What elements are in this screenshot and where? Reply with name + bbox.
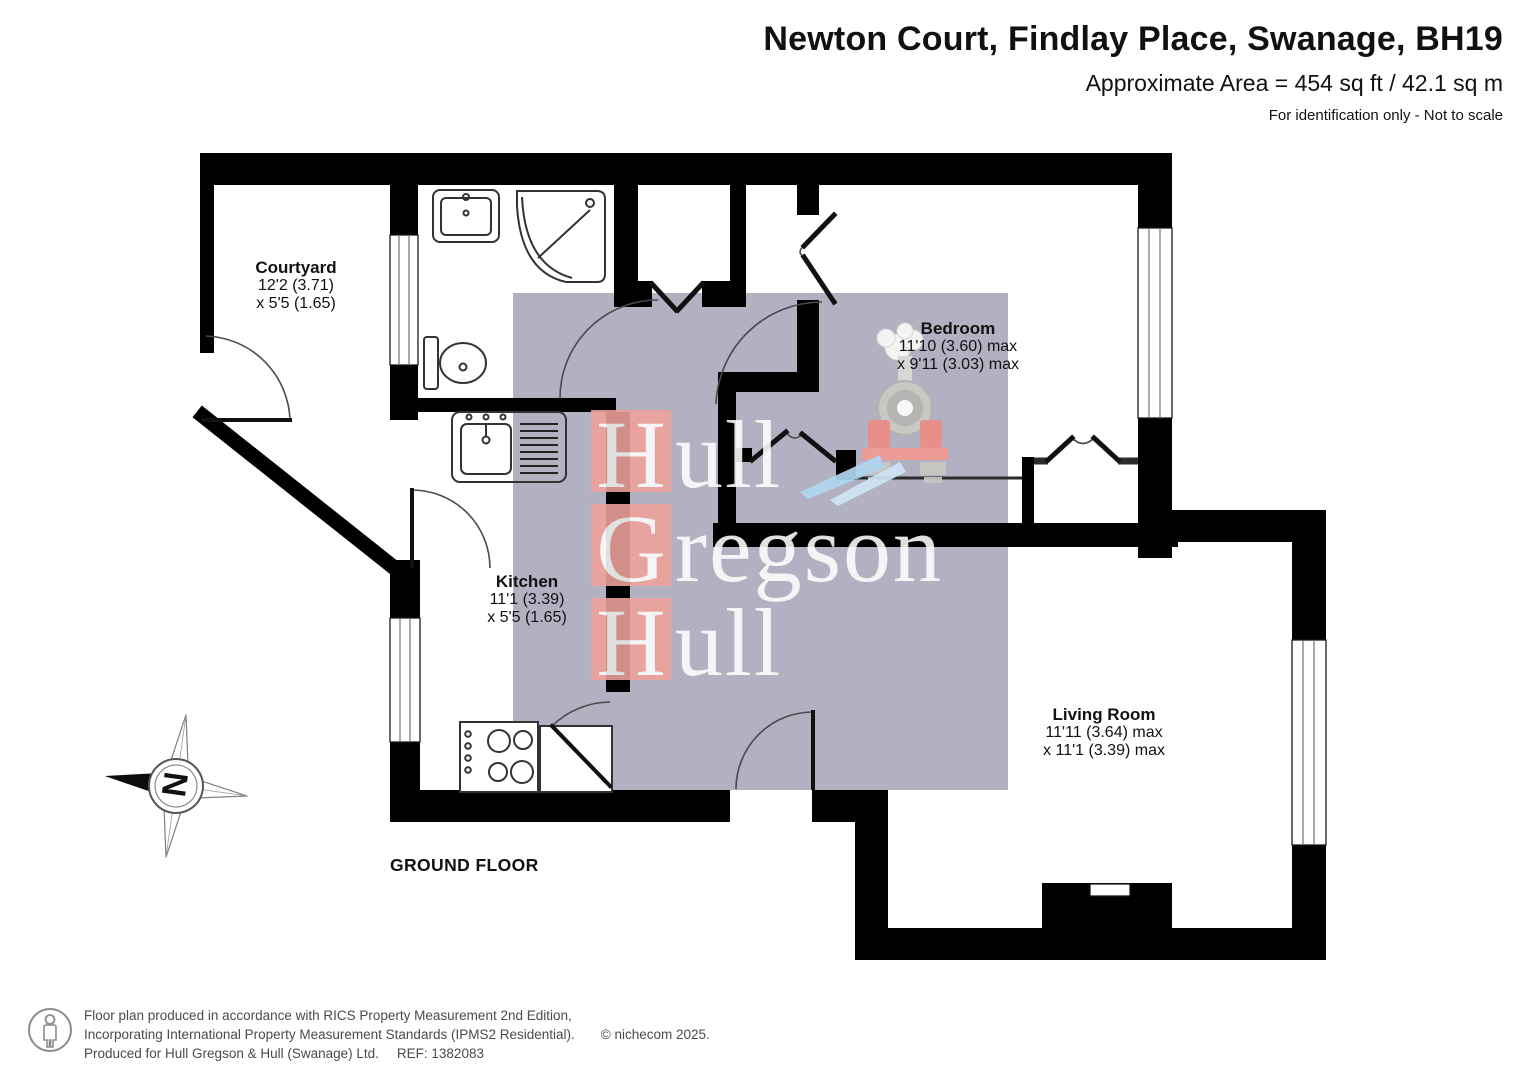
room-label-kitchen: Kitchen 11'1 (3.39) x 5'5 (1.65) (487, 573, 567, 627)
door-leaves (202, 211, 1122, 790)
footer-line1: Floor plan produced in accordance with R… (84, 1008, 572, 1023)
room-label-bedroom: Bedroom 11'10 (3.60) max x 9'11 (3.03) m… (897, 320, 1019, 374)
train-logo-icon (800, 322, 948, 506)
doors (202, 211, 1122, 790)
room-label-courtyard: Courtyard 12'2 (3.71) x 5'5 (1.65) (255, 259, 336, 313)
compass-icon (104, 714, 248, 858)
footer-reference: REF: 1382083 (396, 1046, 484, 1061)
scale-note: For identification only - Not to scale (1268, 107, 1503, 124)
room-dimension: 11'1 (3.39) (489, 591, 565, 608)
kitchen-sink-icon (451, 411, 567, 483)
footer-copyright: © nichecom 2025. (600, 1027, 710, 1042)
footer-text: Floor plan produced in accordance with R… (84, 1006, 710, 1063)
floor-label: GROUND FLOOR (390, 855, 539, 875)
drainer-lines (520, 423, 558, 474)
toilet-icon (423, 336, 487, 390)
room-dimension: x 11'1 (3.39) max (1043, 742, 1165, 759)
living-room-window (1291, 639, 1327, 846)
compass-north-letter: N (154, 769, 197, 800)
kitchen-window (389, 617, 421, 743)
room-dimension: 11'10 (3.60) max (898, 338, 1018, 355)
room-dimension: 11'11 (3.64) max (1045, 724, 1163, 741)
room-dimension: x 5'5 (1.65) (256, 295, 336, 312)
footer: Floor plan produced in accordance with R… (28, 1006, 710, 1063)
room-dimension: x 9'11 (3.03) max (897, 356, 1019, 373)
windows (389, 227, 1327, 897)
courtyard-bathroom-window (389, 234, 419, 366)
bedroom-window (1137, 227, 1173, 419)
room-name: Courtyard (255, 258, 337, 277)
header: Newton Court, Findlay Place, Swanage, BH… (763, 20, 1503, 124)
room-name: Bedroom (920, 319, 996, 338)
kitchen-fixtures (451, 411, 613, 793)
room-dimension: x 5'5 (1.65) (487, 609, 567, 626)
room-name: Kitchen (495, 572, 559, 591)
fireplace-notch (1089, 883, 1131, 897)
room-label-living-room: Living Room 11'11 (3.64) max x 11'1 (3.3… (1043, 706, 1165, 760)
room-name: Living Room (1052, 705, 1156, 724)
corner-shower-icon (516, 190, 606, 283)
worktop (539, 725, 613, 793)
room-dimension: 12'2 (3.71) (257, 277, 334, 294)
footer-line2: Incorporating International Property Mea… (84, 1025, 710, 1044)
page-title: Newton Court, Findlay Place, Swanage, BH… (763, 20, 1503, 58)
basin-icon (432, 189, 500, 243)
footer-line3-text: Produced for Hull Gregson & Hull (Swanag… (84, 1046, 379, 1061)
hob-icon (459, 721, 539, 793)
bathroom-fixtures (423, 189, 606, 390)
footer-line2-text: Incorporating International Property Mea… (84, 1027, 575, 1042)
diagonal-wall (192, 405, 408, 581)
person-icon (28, 1008, 72, 1052)
approximate-area: Approximate Area = 454 sq ft / 42.1 sq m (1085, 70, 1503, 96)
footer-line3: Produced for Hull Gregson & Hull (Swanag… (84, 1044, 710, 1063)
